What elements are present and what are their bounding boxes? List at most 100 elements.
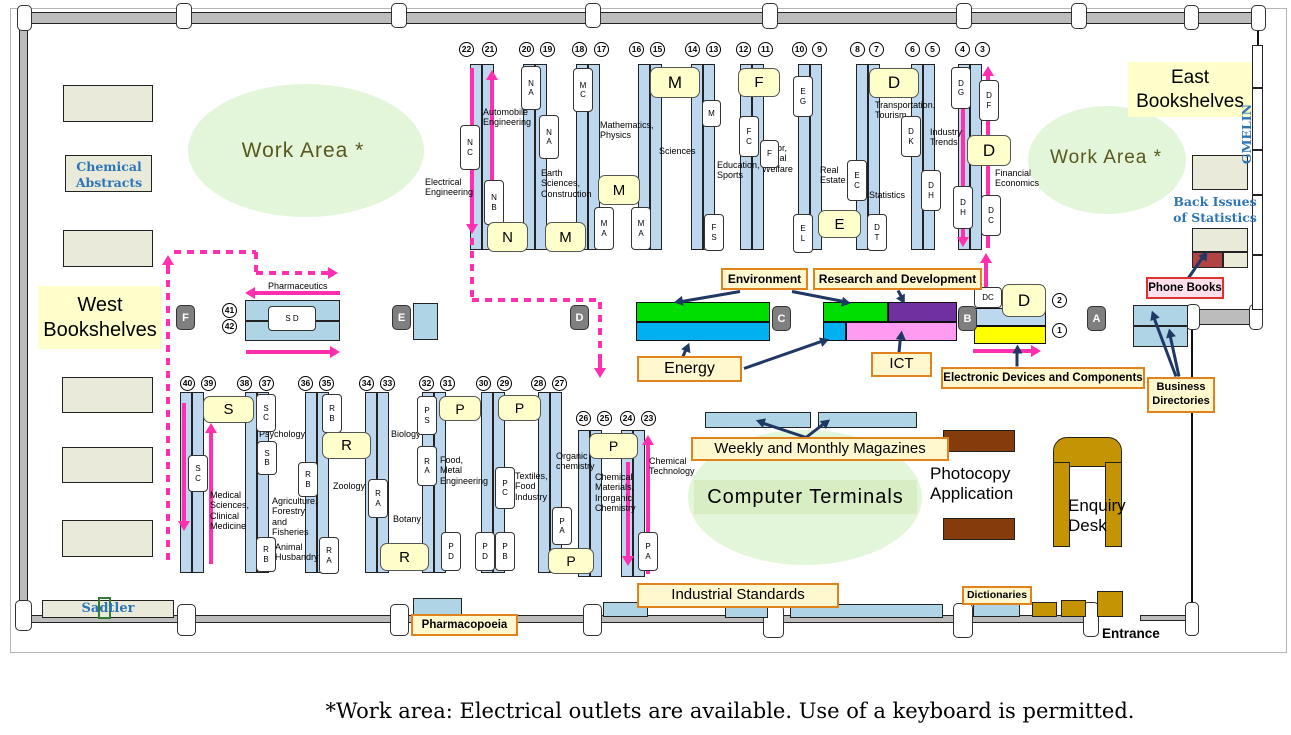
circled-number-32: 32 xyxy=(419,376,434,391)
class-box-P: P xyxy=(589,433,638,459)
circled-number-10: 10 xyxy=(792,42,807,57)
class-box-NB: N B xyxy=(484,180,504,225)
circled-number-6: 6 xyxy=(905,42,920,57)
shelf-14 xyxy=(691,64,703,250)
circled-number-36: 36 xyxy=(298,376,313,391)
furniture-beige xyxy=(65,155,152,192)
class-box-RA: R A xyxy=(368,479,388,518)
route-arrow xyxy=(490,79,494,236)
class-box-DC: D C xyxy=(981,195,1001,236)
class-box-SD: S D xyxy=(268,306,316,331)
class-box-D: D xyxy=(1002,284,1046,317)
wall-pillar xyxy=(953,603,973,638)
category-label: Financial Economics xyxy=(995,168,1040,189)
topic-bar-green xyxy=(636,302,770,322)
category-label: Earth Sciences, Construction xyxy=(541,168,592,199)
furniture-beige xyxy=(62,447,153,483)
furniture-beige xyxy=(63,85,153,122)
route-dashed xyxy=(470,238,474,302)
circled-number-7: 7 xyxy=(869,42,884,57)
class-box-FS: F S xyxy=(704,214,724,251)
circled-number-41: 41 xyxy=(222,303,237,318)
class-box-DH: D H xyxy=(921,170,941,211)
wall-pillar xyxy=(762,3,778,29)
arrowhead-down-icon xyxy=(957,237,969,247)
shelf-5 xyxy=(923,64,935,250)
route-arrow xyxy=(254,291,340,295)
shelf-9 xyxy=(810,64,822,250)
category-label: Organic chemistry xyxy=(556,451,595,472)
circled-number-5: 5 xyxy=(925,42,940,57)
class-box-F: F xyxy=(760,140,779,168)
furniture-beige xyxy=(63,230,153,267)
class-box-PC: P C xyxy=(495,467,515,509)
zone-marker-E: E xyxy=(392,305,411,330)
west-bookshelves-label: West Bookshelves xyxy=(38,286,162,349)
circled-number-35: 35 xyxy=(319,376,334,391)
category-label: Chemical Materials, Inorganic Chemistry xyxy=(595,472,636,514)
circled-number-13: 13 xyxy=(706,42,721,57)
furniture-gold xyxy=(1032,602,1057,617)
furniture-beige xyxy=(1192,228,1248,252)
shelf-6 xyxy=(911,64,923,250)
category-label: Statistics xyxy=(869,190,906,200)
route-dashed xyxy=(598,302,602,360)
class-box-EG: E G xyxy=(793,76,813,117)
shelf-26 xyxy=(578,430,590,577)
environment-sign: Environment xyxy=(721,268,808,290)
class-box-M: M xyxy=(702,100,721,127)
ict-sign: ICT xyxy=(871,352,932,377)
arrowhead-icon xyxy=(1163,326,1176,338)
class-box-N: N xyxy=(487,222,528,252)
east-wall-shelf xyxy=(1252,45,1263,88)
class-box-NA: N A xyxy=(539,115,559,159)
class-box-RB: R B xyxy=(256,537,276,572)
dictionaries-sign: Dictionaries xyxy=(962,586,1032,605)
work-area-ellipse-left xyxy=(188,84,424,217)
wall-pillar xyxy=(1184,5,1199,30)
category-label: Chemical Technology xyxy=(649,456,695,477)
category-label: Agriculture, Forestry and Fisheries xyxy=(272,496,318,538)
business-directories-sign: Business Directories xyxy=(1147,377,1215,413)
arrowhead-up-icon xyxy=(205,423,217,433)
route-arrow xyxy=(182,403,186,522)
circled-number-16: 16 xyxy=(629,42,644,57)
class-box-P: P xyxy=(439,396,481,421)
gmelin-label: GMELIN xyxy=(1239,104,1254,165)
circled-number-39: 39 xyxy=(201,376,216,391)
class-box-DH: D H xyxy=(953,186,973,229)
circled-number-2: 2 xyxy=(1052,293,1067,308)
route-dashed xyxy=(254,252,258,273)
map-caption: *Work area: Electrical outlets are avail… xyxy=(325,699,1135,723)
furniture-beige xyxy=(1192,155,1248,190)
furniture-shelfblue xyxy=(603,602,648,617)
arrowhead-down-icon xyxy=(178,521,190,531)
route-dashed xyxy=(166,267,170,563)
circled-number-37: 37 xyxy=(259,376,274,391)
arrowhead-up-icon xyxy=(980,253,992,263)
circled-number-11: 11 xyxy=(758,42,773,57)
circled-number-24: 24 xyxy=(620,411,635,426)
class-box-FC: F C xyxy=(739,116,759,157)
wall-pillar xyxy=(1251,5,1266,31)
class-box-NC: N C xyxy=(460,125,480,170)
furniture-brown xyxy=(943,518,1015,540)
class-box-DG: D G xyxy=(951,67,971,109)
category-label: Botany xyxy=(393,514,422,524)
circled-number-4: 4 xyxy=(955,42,970,57)
furniture-gold xyxy=(1061,600,1086,617)
circled-number-27: 27 xyxy=(552,376,567,391)
route-arrow xyxy=(984,262,988,291)
furniture-beige xyxy=(1223,252,1248,268)
shelf-28 xyxy=(538,392,550,573)
route-arrow xyxy=(166,264,170,269)
category-label: Education, Sports xyxy=(717,160,760,181)
class-box-DC: DC xyxy=(974,287,1002,308)
arrowhead-icon xyxy=(841,295,852,308)
arrowhead-down-icon xyxy=(466,224,478,234)
chemical-abstracts-label: Chemical Abstracts xyxy=(75,159,143,191)
furniture-beige xyxy=(62,520,153,557)
circled-number-18: 18 xyxy=(572,42,587,57)
arrowhead-down-icon xyxy=(594,368,606,378)
shelf-8 xyxy=(856,64,868,250)
